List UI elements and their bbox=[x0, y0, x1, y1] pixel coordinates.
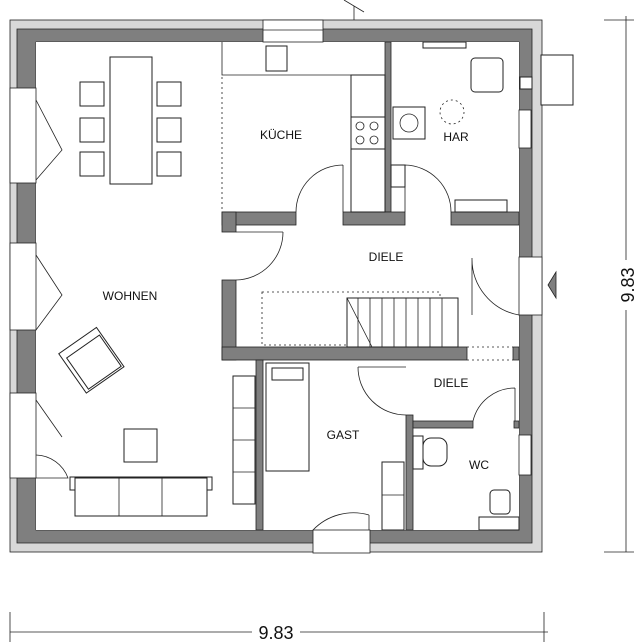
guest-exit-door bbox=[312, 512, 370, 531]
washbasin bbox=[412, 435, 424, 470]
label-utility: HAR bbox=[443, 130, 469, 144]
width-dimension: 9.83 bbox=[258, 623, 293, 643]
terrace-door-1 bbox=[9, 87, 37, 184]
door-swings bbox=[35, 99, 520, 531]
dimension-lines: 9.83 9.83 bbox=[9, 0, 637, 643]
staircase bbox=[261, 270, 557, 361]
kitchen-door bbox=[295, 164, 344, 213]
label-hall2: DIELE bbox=[434, 376, 469, 390]
sink bbox=[265, 45, 288, 72]
toilet bbox=[489, 489, 511, 515]
wc-window bbox=[518, 434, 532, 476]
har-window bbox=[518, 109, 532, 149]
utility-equipment bbox=[390, 41, 574, 213]
stove bbox=[350, 116, 386, 150]
terrace-door-swing-2 bbox=[35, 254, 63, 331]
bed bbox=[265, 362, 310, 472]
exterior-openings bbox=[9, 19, 543, 554]
wc-door bbox=[472, 387, 516, 422]
terrace-door-swing-1 bbox=[35, 99, 63, 181]
washing-machine bbox=[470, 57, 504, 93]
chimney bbox=[540, 54, 574, 106]
front-door bbox=[471, 257, 520, 316]
wardrobe bbox=[381, 461, 405, 531]
living-furniture bbox=[58, 56, 256, 517]
living-door bbox=[235, 231, 284, 281]
guest-door-opening bbox=[312, 529, 371, 554]
label-wc: WC bbox=[469, 458, 489, 472]
depth-dimension: 9.83 bbox=[618, 267, 637, 302]
dining-table bbox=[109, 56, 153, 185]
terrace-door-3 bbox=[9, 392, 37, 479]
boiler bbox=[392, 106, 426, 140]
terrace-door-2 bbox=[9, 242, 37, 331]
label-guest: GAST bbox=[327, 428, 360, 442]
label-hall: DIELE bbox=[369, 250, 404, 264]
front-door-opening bbox=[518, 256, 543, 316]
room-labels: KÜCHE HAR DIELE WOHNEN GAST DIELE WC bbox=[103, 128, 490, 472]
kitchen-window bbox=[262, 19, 324, 43]
terrace-door-swing-3 bbox=[35, 399, 69, 479]
kitchen-furniture bbox=[221, 42, 386, 213]
guest-wc-furniture bbox=[265, 362, 520, 531]
entrance-arrow-icon bbox=[547, 270, 557, 300]
coffee-table bbox=[123, 428, 158, 463]
label-kitchen: KÜCHE bbox=[260, 128, 302, 142]
guest-room-door bbox=[357, 366, 407, 416]
label-living: WOHNEN bbox=[103, 289, 158, 303]
